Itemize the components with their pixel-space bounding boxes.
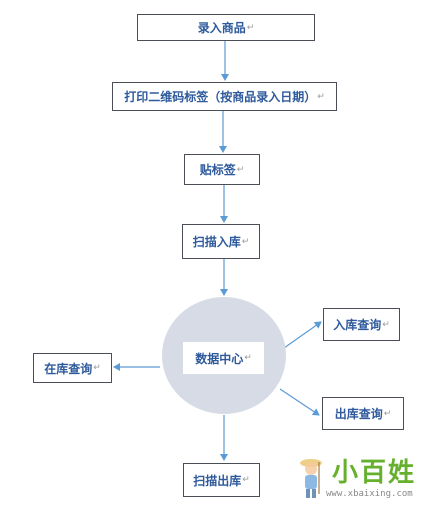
node-scan-in-label: 扫描入库 bbox=[192, 235, 241, 249]
return-mark-icon: ↵ bbox=[383, 408, 392, 419]
return-mark-icon: ↵ bbox=[246, 22, 255, 33]
node-stick-label: 贴标签↵ bbox=[184, 154, 260, 185]
return-mark-icon: ↵ bbox=[236, 164, 245, 175]
return-mark-icon: ↵ bbox=[93, 363, 101, 373]
return-mark-icon: ↵ bbox=[382, 319, 390, 330]
node-data-center-label: 数据中心 bbox=[195, 351, 244, 366]
return-mark-icon: ↵ bbox=[244, 353, 252, 363]
node-in-query-label: 入库查询 bbox=[333, 318, 382, 332]
node-stock-query-label: 在库查询 bbox=[44, 361, 93, 376]
node-out-query: 出库查询↵ bbox=[322, 397, 404, 430]
node-out-query-label: 出库查询 bbox=[334, 407, 383, 421]
watermark-text: 小百姓 bbox=[332, 458, 417, 488]
return-mark-icon: ↵ bbox=[317, 91, 325, 102]
node-print-label: 打印二维码标签（按商品录入日期）↵ bbox=[112, 82, 337, 111]
node-stick-label-label: 贴标签 bbox=[199, 163, 236, 177]
node-stock-query: 在库查询↵ bbox=[33, 353, 112, 383]
return-mark-icon: ↵ bbox=[241, 236, 250, 247]
node-in-query: 入库查询↵ bbox=[323, 308, 400, 341]
arrow-center-to-in-query bbox=[283, 321, 322, 349]
watermark-logo: 小百姓 www.xbaixing.com bbox=[296, 452, 427, 504]
node-scan-out-label: 扫描出库 bbox=[193, 473, 242, 488]
return-mark-icon: ↵ bbox=[242, 475, 250, 485]
arrow-center-to-out-query bbox=[279, 388, 320, 416]
node-enter-goods-label: 录入商品 bbox=[197, 21, 246, 35]
node-data-center: 数据中心↵ bbox=[183, 342, 264, 374]
node-enter-goods: 录入商品↵ bbox=[137, 14, 315, 41]
watermark-url: www.xbaixing.com bbox=[326, 489, 413, 499]
node-print-label-label: 打印二维码标签（按商品录入日期） bbox=[124, 90, 317, 104]
farmer-mascot-icon bbox=[300, 459, 322, 498]
node-scan-out: 扫描出库↵ bbox=[183, 463, 260, 497]
node-scan-in: 扫描入库↵ bbox=[182, 224, 260, 259]
